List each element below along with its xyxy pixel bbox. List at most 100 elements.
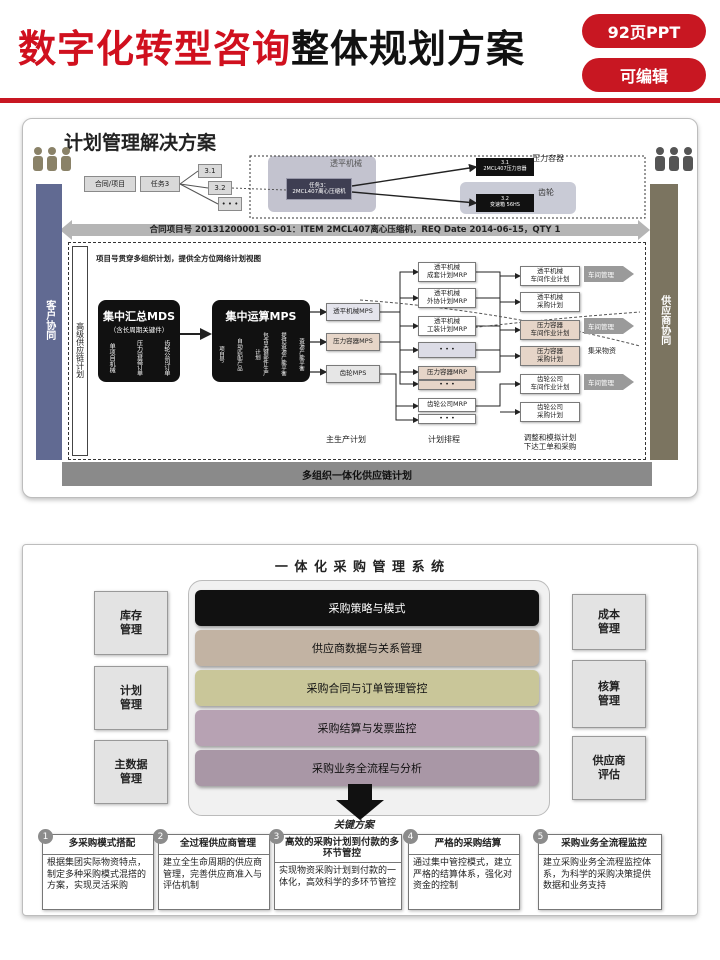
mps-title: 集中运算MPS: [225, 310, 297, 323]
solution-title: 采购业务全流程监控: [539, 835, 661, 855]
pressure-vessel-label: 压力容器: [532, 154, 564, 163]
mps-gear: 齿轮MPS: [326, 365, 380, 383]
mps-pressure-vessel: 压力容器MPS: [326, 333, 380, 351]
contract-line-text: 合同项目号 20131200001 SO-01：ITEM 2MCL407离心压缩…: [149, 225, 561, 235]
solution-number: 4: [403, 829, 418, 844]
solution-desc: 建立采购业务全流程监控体系，为科学的采购决策提供数据和业务支持: [543, 858, 652, 892]
flat-machine-label: 透平机械: [330, 159, 362, 168]
pages-badge: 92页PPT: [582, 14, 706, 48]
solution-desc: 建立全生命周期的供应商管理，完善供应商准入与评估机制: [163, 858, 263, 892]
workshop-arrow: 车间管理: [584, 266, 634, 282]
task31-vessel-box: 3.1 2MCL407压力容器: [476, 158, 534, 176]
mds-col: 单项目机械: [108, 343, 116, 373]
schedule-item: 透平机械 车间作业计划: [520, 266, 580, 286]
key-solutions-label: 关键方案: [334, 820, 374, 831]
solution-desc: 根据集团实际物资特点，制定多种采购模式混搭的方案，实现灵活采购: [47, 858, 147, 892]
mrp-item: • • •: [418, 380, 476, 390]
band-strategy: 采购策略与模式: [195, 590, 539, 626]
header-divider: [0, 98, 720, 103]
mps-col: 资源产能平衡: [298, 337, 304, 371]
workshop-arrow: 车间管理: [584, 374, 634, 390]
workshop-arrow: 车间管理: [584, 318, 634, 334]
mrp-item: 齿轮公司MRP: [418, 398, 476, 412]
multi-org-bar: 多组织一体化供应链计划: [62, 462, 652, 486]
mds-col: 压力容器订单: [135, 340, 143, 376]
band-process-analysis: 采购业务全流程与分析: [195, 750, 539, 786]
mps-box: 集中运算MPS 项目号 自动匹配产品 包含关键部件生产计划 提供资源产能平衡 资…: [212, 300, 310, 382]
solution-card: 严格的采购结算通过集中管控模式，建立严格的结算体系，强化对资金的控制: [408, 834, 520, 910]
mrp-item: • • •: [418, 414, 476, 424]
schedule-item: 齿轮公司 车间作业计划: [520, 374, 580, 394]
solution-card: 全过程供应商管理建立全生命周期的供应商管理，完善供应商准入与评估机制: [158, 834, 270, 910]
schedule-item: 透平机械 采购计划: [520, 292, 580, 312]
solution-card: 采购业务全流程监控建立采购业务全流程监控体系，为科学的采购决策提供数据和业务支持: [538, 834, 662, 910]
solution-number: 1: [38, 829, 53, 844]
solution-title: 全过程供应商管理: [159, 835, 269, 855]
mds-title: 集中汇总MDS: [103, 310, 175, 323]
solution-number: 2: [153, 829, 168, 844]
schedule-item: 齿轮公司 采购计划: [520, 402, 580, 422]
plan-management: 计划 管理: [94, 666, 168, 730]
mds-col: 齿轮公司订单: [162, 340, 170, 376]
schedule-item: 压力容器 采购计划: [520, 346, 580, 366]
mps-flat-machine: 透平机械MPS: [326, 303, 380, 321]
down-arrow-icon: [336, 784, 384, 820]
procurement-title: 一 体 化 采 购 管 理 系 统: [274, 560, 446, 575]
solution-number: 3: [269, 829, 284, 844]
planning-title: 计划管理解决方案: [64, 132, 217, 154]
customer-people-icon: [33, 147, 71, 171]
gear-label: 齿轮: [538, 188, 554, 197]
supplier-collab-bar: [650, 184, 678, 460]
page-title: 数字化转型咨询整体规划方案: [18, 18, 525, 73]
schedule-item: 压力容器 车间作业计划: [520, 320, 580, 340]
mrp-item: • • •: [418, 342, 476, 358]
mds-subtitle: （含长周期关键件）: [109, 326, 169, 334]
band-supplier-data: 供应商数据与关系管理: [195, 630, 539, 666]
task32-box: 3.2: [208, 181, 232, 195]
solution-title: 严格的采购结算: [409, 835, 519, 855]
mps-col: 自动匹配产品: [236, 337, 242, 371]
customer-collab-label: 客户协同: [43, 300, 55, 340]
mps-col: 提供资源产能平衡: [280, 332, 286, 376]
label-adjust-simulate: 调整和模拟计划 下达工单和采购: [523, 433, 577, 451]
planning-work-area: [68, 242, 646, 460]
band-contract-order: 采购合同与订单管理管控: [195, 670, 539, 706]
inventory-management: 库存 管理: [94, 591, 168, 655]
mds-box: 集中汇总MDS （含长周期关键件） 单项目机械 压力容器订单 齿轮公司订单: [98, 300, 180, 382]
advanced-planning-label: 高级供应链计划: [75, 322, 85, 378]
label-master-plan: 主生产计划: [326, 435, 366, 444]
task3-box: 任务3: [140, 176, 180, 192]
band-settlement: 采购结算与发票监控: [195, 710, 539, 746]
mrp-item: 压力容器MRP: [418, 366, 476, 380]
solution-desc: 实现物资采购计划到付款的一体化，高效科学的多环节管控: [279, 866, 397, 888]
task3-compressor-box: 任务3： 2MCL407离心压缩机: [286, 178, 352, 200]
supplier-people-icon: [655, 147, 693, 171]
mps-col: 项目号: [218, 345, 224, 363]
label-scheduling: 计划排程: [428, 435, 460, 444]
advanced-planning-column: [72, 246, 88, 456]
mrp-item: 透平机械 工装计划MRP: [418, 316, 476, 336]
title-black: 整体规划方案: [291, 27, 526, 71]
master-data-management: 主数据 管理: [94, 740, 168, 804]
solution-title: 多采购模式搭配: [43, 835, 153, 855]
contract-double-arrow: [60, 220, 650, 240]
task31-box: 3.1: [198, 164, 222, 178]
task32-gearbox-box: 3.2 变速箱 56HS: [476, 194, 534, 212]
customer-collab-bar: [36, 184, 62, 460]
solution-number: 5: [533, 829, 548, 844]
project-note: 项目号贯穿多组织计划，提供全方位网络计划视图: [96, 254, 261, 263]
solution-card: 高效的采购计划到付款的多环节管控实现物资采购计划到付款的一体化，高效科学的多环节…: [274, 834, 402, 910]
supplier-evaluation: 供应商 评估: [572, 736, 646, 800]
solution-title: 高效的采购计划到付款的多环节管控: [275, 835, 401, 863]
mrp-item: 透平机械 外协计划MRP: [418, 288, 476, 308]
mps-col: 包含关键部件生产计划: [254, 332, 268, 376]
solution-card: 多采购模式搭配根据集团实际物资特点，制定多种采购模式混搭的方案，实现灵活采购: [42, 834, 154, 910]
supplier-collab-label: 供应商协同: [658, 295, 670, 345]
central-purchase-label: 集采物资: [588, 347, 616, 355]
title-red: 数字化转型咨询: [18, 27, 292, 71]
accounting-management: 核算 管理: [572, 660, 646, 728]
editable-badge: 可编辑: [582, 58, 706, 92]
task-more-box: • • •: [218, 197, 242, 211]
mrp-item: 透平机械 成套计划MRP: [418, 262, 476, 282]
contract-project-box: 合同/项目: [84, 176, 136, 192]
